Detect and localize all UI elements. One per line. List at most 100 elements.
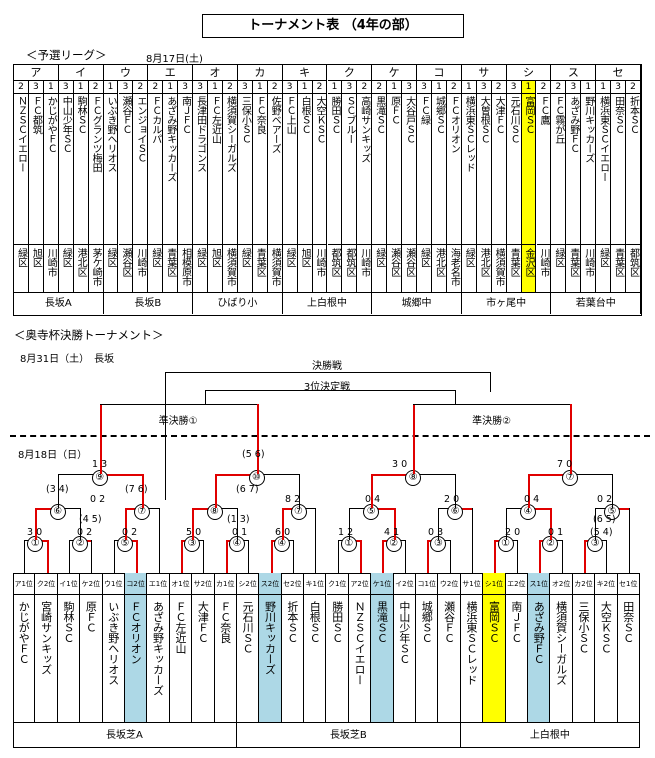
team-area: 川崎市 xyxy=(358,248,370,277)
bracket-line xyxy=(214,474,217,508)
bracket-line xyxy=(270,540,273,573)
team-name-cell: 大曽根ＳＣ xyxy=(477,94,492,244)
bracket-line xyxy=(165,372,166,392)
bracket-line xyxy=(165,372,490,373)
match-score: (5 6) xyxy=(242,449,265,460)
bracket-line xyxy=(360,540,363,573)
team-name-cell: 勝田ＳＣ xyxy=(328,94,343,244)
team-name-cell: 瀬谷ＦＣ xyxy=(119,94,134,244)
team-rank: 3 xyxy=(476,81,492,94)
group-header: ア xyxy=(14,65,59,81)
team-rank: 1 xyxy=(297,81,313,94)
venue-label: 若葉台中 xyxy=(551,292,641,314)
team-name: 勝田ＳＣ xyxy=(328,96,340,134)
team-area: 海老名市 xyxy=(448,248,460,286)
team-name-cell: 横浜東ＳＣイエロー xyxy=(596,94,612,244)
team-area: 横須賀市 xyxy=(224,248,236,286)
slot-team-cell: 南ＪＦＣ xyxy=(506,595,529,722)
slot-team-cell: かじがやＦＣ xyxy=(13,595,36,722)
team-name-cell: ＦＣグランツ梅田 xyxy=(89,94,104,244)
team-rank: 1 xyxy=(163,81,179,94)
team-area-cell: 青葉区 xyxy=(252,244,268,292)
team-name: 長津田ドラゴンス xyxy=(194,96,206,172)
slot-team-name: 中山少年ＳＣ xyxy=(397,601,411,664)
team-name: ＦＣ左近山 xyxy=(209,96,221,144)
team-rank: 2 xyxy=(536,81,552,94)
prelim-heading: ＜予選リーグ＞ xyxy=(26,48,107,62)
team-area: 青葉区 xyxy=(508,248,520,277)
slot-team-cell: 野川キッカーズ xyxy=(259,595,282,722)
match-score: 0 4 xyxy=(365,494,381,505)
round1-date: 8月18日（日） xyxy=(18,450,88,461)
semi2-label: 準決勝② xyxy=(472,416,512,427)
team-name-cell: ＦＣ霧が丘 xyxy=(551,94,567,244)
venue-label: 上白根中 xyxy=(282,292,373,314)
date-separator xyxy=(10,435,650,437)
team-rank: 2 xyxy=(88,81,104,94)
group-header: シ xyxy=(506,65,552,81)
slot-rank: カ1位 xyxy=(214,573,237,595)
team-rank: 2 xyxy=(626,81,641,94)
slot-rank: ス1位 xyxy=(528,573,551,595)
team-name: 大谷戸ＳＣ xyxy=(403,96,415,144)
team-rank: 2 xyxy=(551,81,567,94)
team-area-cell: 緑区 xyxy=(282,244,298,292)
group-header: セ xyxy=(596,65,641,81)
slot-rank: ケ2位 xyxy=(80,573,103,595)
team-rank: 1 xyxy=(103,81,119,94)
slot-rank: ケ1位 xyxy=(371,573,394,595)
team-name: ＦＣ緑 xyxy=(418,96,430,125)
team-area: 都筑区 xyxy=(627,248,639,277)
slot-rank: シ2位 xyxy=(236,573,260,595)
team-rank: 1 xyxy=(43,81,59,94)
slot-rank: カ2位 xyxy=(572,573,596,595)
team-area-cell: 旭区 xyxy=(28,244,44,292)
team-rank: 3 xyxy=(611,81,627,94)
slot-team-name: 折本ＳＣ xyxy=(285,601,299,643)
team-rank: 1 xyxy=(581,81,597,94)
team-name-cell: エンジョイＳＣ xyxy=(133,94,149,244)
bracket-line xyxy=(438,508,440,540)
slot-team-name: 田奈ＳＣ xyxy=(621,601,635,643)
bracket-line xyxy=(584,540,587,573)
bracket-line xyxy=(490,372,491,392)
slot-rank: オ1位 xyxy=(169,573,193,595)
team-area-cell: 横須賀市 xyxy=(267,244,283,292)
team-name-cell: ＦＣ都筑 xyxy=(29,94,44,244)
team-name: ＦＣ上山 xyxy=(284,96,296,134)
slot-team-cell: ＦＣ奈良 xyxy=(215,595,237,722)
team-area: 青葉区 xyxy=(567,248,579,277)
slot-team-cell: いぶき野ヘリオス xyxy=(103,595,125,722)
slot-team-name: 瀬谷ＦＣ xyxy=(442,601,456,643)
slot-rank: ス2位 xyxy=(259,573,282,595)
team-name: 元石川ＳＣ xyxy=(508,96,520,144)
team-name: 横須賀シーガルズ xyxy=(224,96,236,172)
slot-team-name: 宮崎サンキッズ xyxy=(39,601,53,675)
bracket-line xyxy=(236,508,238,540)
team-rank: 3 xyxy=(237,81,253,94)
slot-team-cell: ＦＣ左近山 xyxy=(170,595,193,722)
match-score: 5 0 xyxy=(186,527,202,538)
bracket-line xyxy=(205,390,455,391)
match-score: 0 2 xyxy=(122,527,138,538)
match-score: (7 6) xyxy=(125,484,148,495)
team-area: 緑区 xyxy=(239,248,251,267)
bracket-line xyxy=(413,404,416,474)
slot-team-cell: 大空ＫＳＣ xyxy=(595,595,618,722)
team-name-cell: 原ＦＣ xyxy=(387,94,403,244)
team-name-cell: かじがやＦＣ xyxy=(44,94,59,244)
bracket-line xyxy=(203,540,205,573)
team-name-cell: 折本ＳＣ xyxy=(626,94,641,244)
bracket-line xyxy=(404,540,406,573)
bracket-line xyxy=(205,390,206,404)
team-rank: 2 xyxy=(357,81,373,94)
group-header: エ xyxy=(148,65,194,81)
team-area-cell: 相模原市 xyxy=(178,244,194,292)
team-rank: 2 xyxy=(446,81,462,94)
team-name-cell: 南ＪＦＣ xyxy=(178,94,194,244)
group-header: ス xyxy=(551,65,597,81)
team-name-cell: 中山少年ＳＣ xyxy=(59,94,74,244)
bracket-line xyxy=(281,508,284,540)
team-name-cell: 佐野ベアーズ xyxy=(268,94,283,244)
bracket-line xyxy=(561,540,563,573)
